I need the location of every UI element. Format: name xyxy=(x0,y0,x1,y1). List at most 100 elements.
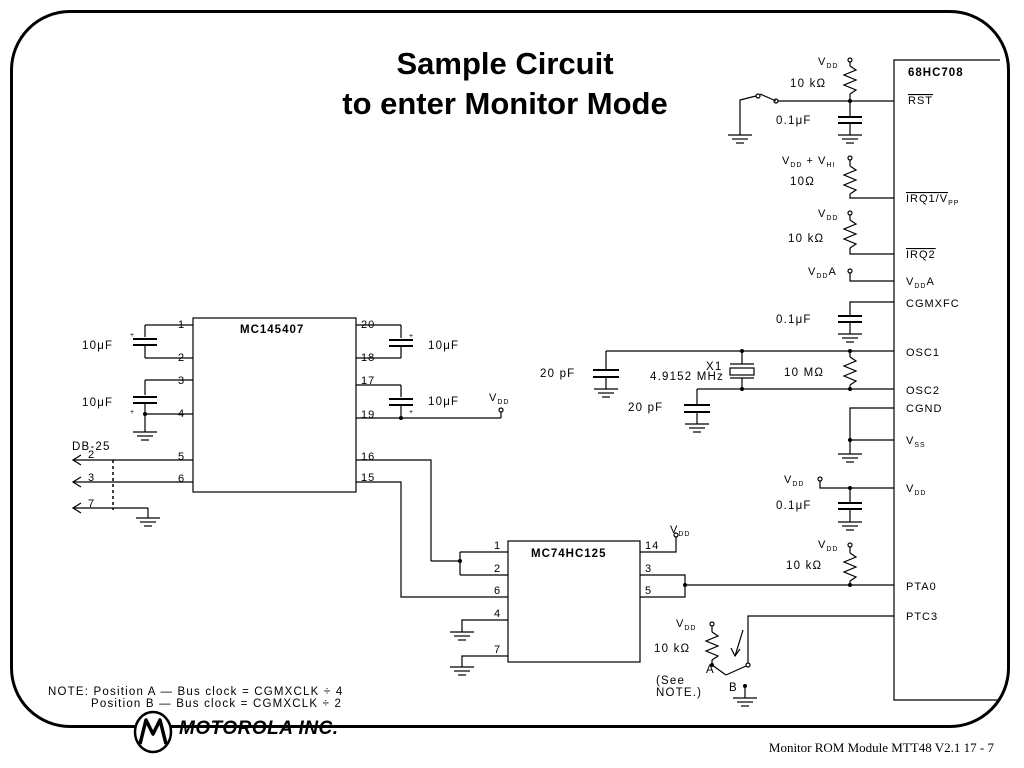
mc145407-pin-15: 15 xyxy=(361,472,375,484)
motorola-wordmark: MOTOROLA INC. xyxy=(179,718,339,739)
vdd-label-ptc3: VDD xyxy=(676,618,696,632)
r-irq2-value: 10 kΩ xyxy=(788,233,824,245)
ground-network xyxy=(837,407,894,463)
resistor-irq1 xyxy=(842,165,858,195)
see-note-2: NOTE.) xyxy=(656,687,702,699)
mc74hc125-pin-4: 4 xyxy=(494,608,501,620)
crystal-x1 xyxy=(729,367,755,376)
c-osc1-value: 20 pF xyxy=(540,368,575,380)
mc145407-body xyxy=(192,317,357,493)
mc74hc125-pin-14: 14 xyxy=(645,540,659,552)
switch-pos-a: A xyxy=(706,664,715,676)
svg-text:10μF: 10μF xyxy=(428,396,459,408)
mc145407-pin-18: 18 xyxy=(361,352,375,364)
rst-network: VDD 10 kΩ 0.1μF xyxy=(727,56,894,144)
see-note-1: (See xyxy=(656,675,685,687)
pin-osc1: OSC1 xyxy=(906,347,940,359)
r-osc-value: 10 MΩ xyxy=(784,367,824,379)
vdda-label: VDDA xyxy=(808,266,837,280)
resistor-ptc3 xyxy=(704,631,720,661)
note-line-1: NOTE: Position A — Bus clock = CGMXCLK ÷… xyxy=(48,686,343,698)
mc145407-pin-3: 3 xyxy=(178,375,185,387)
svg-text:10μF: 10μF xyxy=(428,340,459,352)
svg-text:10μF: 10μF xyxy=(82,397,113,409)
r-pta0-value: 10 kΩ xyxy=(786,560,822,572)
mc145407-pin-2: 2 xyxy=(178,352,185,364)
c-vdd-value: 0.1μF xyxy=(776,500,812,512)
vdd-label-rst: VDD xyxy=(818,56,838,70)
mc145407-pin-16: 16 xyxy=(361,451,375,463)
mcu-name: 68HC708 xyxy=(908,67,964,79)
pin-irq2: IRQ2 xyxy=(906,249,936,261)
title-line-2: to enter Monitor Mode xyxy=(342,86,668,121)
vdd-label-main: VDD xyxy=(784,474,804,488)
mc145407-pin-5: 5 xyxy=(178,451,185,463)
pin-vss: VSS xyxy=(906,435,926,449)
footer-caption: Monitor ROM Module MTT48 V2.1 17 - 7 xyxy=(768,740,994,755)
c-osc2-value: 20 pF xyxy=(628,402,663,414)
mc74hc125-pin-3: 3 xyxy=(645,563,652,575)
rst-switch xyxy=(759,93,777,102)
resistor-irq2 xyxy=(842,219,858,249)
db25-label: DB-25 xyxy=(72,441,111,453)
title-line-1: Sample Circuit xyxy=(396,46,614,81)
pta0-network: VDD 10 kΩ xyxy=(786,539,858,587)
crystal-name: X1 xyxy=(706,361,722,373)
pin-cgmxfc: CGMXFC xyxy=(906,298,960,310)
db25-pin-2: 2 xyxy=(88,449,95,461)
motorola-logo: MOTOROLA INC. xyxy=(131,710,363,754)
ptc3-network: VDD 10 kΩ A (See NOTE.) B xyxy=(654,615,894,707)
svg-text:+: + xyxy=(409,409,413,416)
cap-c2: + 10μF xyxy=(82,380,158,441)
pin-vdd: VDD xyxy=(906,483,926,497)
mc145407-pin-1: 1 xyxy=(178,319,185,331)
cap-c1: + 10μF xyxy=(82,325,157,358)
db25-connector: DB-25 2 3 7 xyxy=(71,441,161,527)
irq2-network: VDD 10 kΩ xyxy=(788,208,894,255)
mc74hc125-pin-5: 5 xyxy=(645,585,652,597)
mc145407-pin-17: 17 xyxy=(361,375,375,387)
mc74hc125-body xyxy=(507,540,641,663)
mc145407-pin-4: 4 xyxy=(178,408,185,420)
mc74hc125: MC74HC125 1 2 6 4 7 14 3 5 VDD xyxy=(356,459,894,676)
mc74hc125-pin-7: 7 xyxy=(494,644,501,656)
mc74hc125-pin-1: 1 xyxy=(494,540,501,552)
pin-osc2: OSC2 xyxy=(906,385,940,397)
pin-rst: RST xyxy=(908,95,933,107)
mc145407-pin-6: 6 xyxy=(178,473,185,485)
pin-ptc3: PTC3 xyxy=(906,611,938,623)
vdd-label-irq2: VDD xyxy=(818,208,838,222)
cap-c3: + 10μF xyxy=(389,325,459,358)
irq1-network: VDD + VHI 10Ω xyxy=(782,155,894,199)
ptc3-switch xyxy=(725,665,747,676)
vdd-vhi-label: VDD + VHI xyxy=(782,155,835,169)
vdd-label-hc125: VDD xyxy=(670,524,690,538)
switch-arrow xyxy=(734,629,744,657)
db25-pin-7: 7 xyxy=(88,498,95,510)
r-ptc3-value: 10 kΩ xyxy=(654,643,690,655)
mc145407: MC145407 1 2 3 4 5 6 20 18 17 19 16 15 xyxy=(73,317,501,493)
slide-title: Sample Circuit to enter Monitor Mode xyxy=(300,44,710,124)
c-cgmxfc-value: 0.1μF xyxy=(776,314,812,326)
pin-cgnd: CGND xyxy=(906,403,942,415)
note-line-2: Position B — Bus clock = CGMXCLK ÷ 2 xyxy=(91,698,342,710)
vdd-network: VDD 0.1μF xyxy=(776,474,894,531)
cap-c4: + 10μF xyxy=(389,385,459,420)
pin-irq1-vpp: IRQ1/VPP xyxy=(906,193,959,207)
resistor-rst-pullup xyxy=(842,65,858,95)
r-irq1-value: 10Ω xyxy=(790,176,815,188)
crystal-frequency: 4.9152 MHz xyxy=(650,371,724,383)
vdda-network: VDDA xyxy=(808,266,894,282)
resistor-pta0 xyxy=(842,552,858,582)
slide-border xyxy=(10,10,1010,728)
mc145407-name: MC145407 xyxy=(240,324,304,336)
motorola-batwing-icon xyxy=(133,710,173,754)
svg-text:+: + xyxy=(130,409,134,416)
cgmxfc-network: 0.1μF xyxy=(776,301,894,343)
svg-text:+: + xyxy=(409,333,413,340)
r-rst-value: 10 kΩ xyxy=(790,78,826,90)
oscillator-network: 10 MΩ X1 4.9152 MHz 20 pF 20 pF xyxy=(540,349,894,433)
db25-pin-3: 3 xyxy=(88,472,95,484)
switch-pos-b: B xyxy=(729,682,738,694)
